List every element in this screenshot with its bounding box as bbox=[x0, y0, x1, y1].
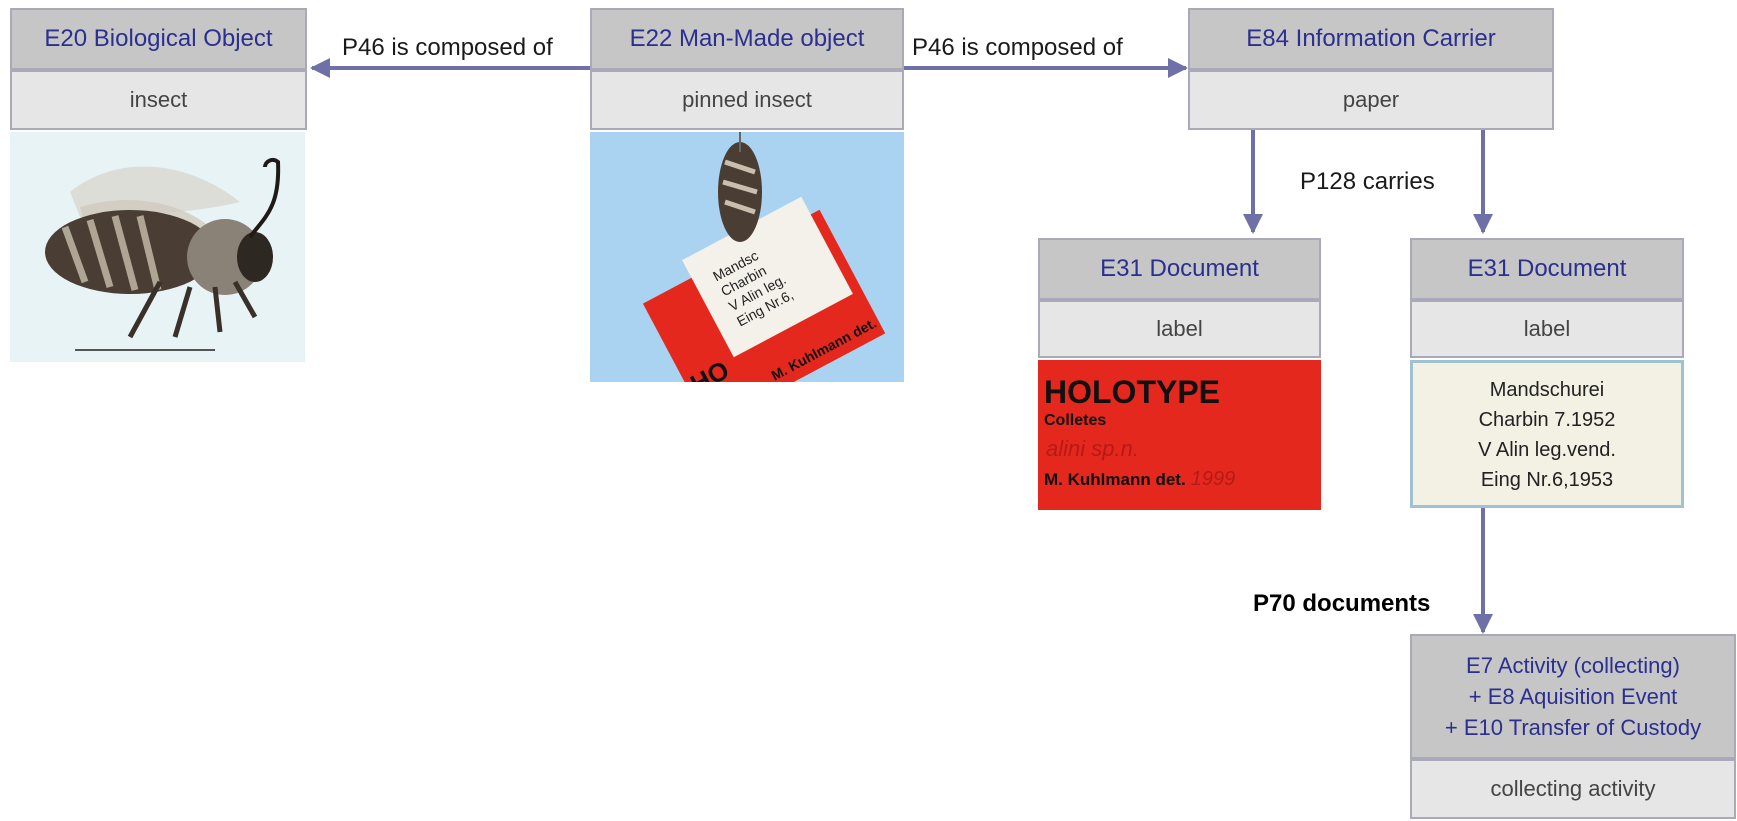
class-biological-object: E20 Biological Object bbox=[10, 8, 307, 70]
locality-line-4: Eing Nr.6,1953 bbox=[1480, 469, 1614, 491]
determiner-text: M. Kuhlmann det. bbox=[1044, 470, 1186, 489]
class-activity-line-3: + E10 Transfer of Custody bbox=[1444, 715, 1702, 740]
pinned-insect-photo: HO Co M. Kuhlmann det. Mandsc Charbin V … bbox=[590, 132, 904, 382]
relation-p128: P128 carries bbox=[1300, 168, 1435, 195]
class-activity-line-2: + E8 Aquisition Event bbox=[1468, 684, 1678, 709]
class-activity-line-1: E7 Activity (collecting) bbox=[1466, 653, 1680, 678]
year-text: 1999 bbox=[1190, 468, 1236, 490]
class-activity: E7 Activity (collecting) + E8 Aquisition… bbox=[1410, 634, 1736, 759]
instance-document-right: label bbox=[1410, 300, 1684, 358]
instance-information-carrier: paper bbox=[1188, 70, 1554, 130]
class-document-right: E31 Document bbox=[1410, 238, 1684, 300]
relation-p46-right: P46 is composed of bbox=[912, 34, 1123, 61]
genus-text: Colletes bbox=[1044, 412, 1107, 429]
class-document-left: E31 Document bbox=[1038, 238, 1321, 300]
instance-man-made-object: pinned insect bbox=[590, 70, 904, 130]
class-information-carrier: E84 Information Carrier bbox=[1188, 8, 1554, 70]
insect-photo bbox=[10, 132, 305, 362]
relation-p70: P70 documents bbox=[1253, 590, 1431, 617]
instance-document-left: label bbox=[1038, 300, 1321, 358]
class-man-made-object: E22 Man-Made object bbox=[590, 8, 904, 70]
locality-line-2: Charbin 7.1952 bbox=[1478, 409, 1616, 431]
locality-line-3: V Alin leg.vend. bbox=[1478, 439, 1616, 461]
instance-activity: collecting activity bbox=[1410, 759, 1736, 819]
instance-biological-object: insect bbox=[10, 70, 307, 130]
relation-p46-left: P46 is composed of bbox=[342, 34, 553, 61]
holotype-text: HOLOTYPE bbox=[1044, 374, 1221, 410]
locality-line-1: Mandschurei bbox=[1489, 379, 1605, 401]
holotype-label-photo: HOLOTYPE Colletes alini sp.n. M. Kuhlman… bbox=[1038, 360, 1321, 510]
species-text: alini sp.n. bbox=[1046, 436, 1139, 461]
locality-label-photo: Mandschurei Charbin 7.1952 V Alin leg.ve… bbox=[1410, 360, 1684, 508]
